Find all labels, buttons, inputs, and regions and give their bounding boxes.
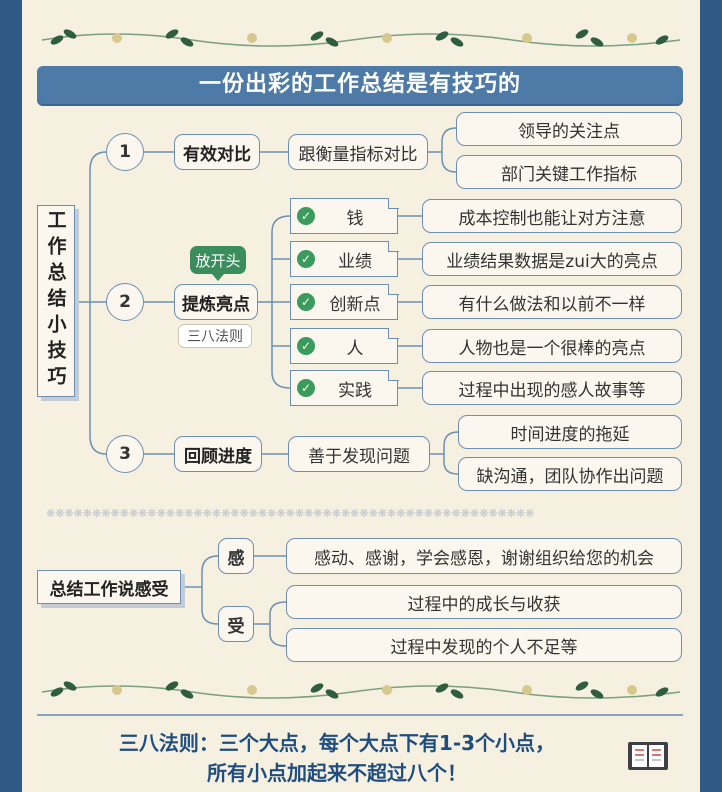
rule-line-1: 三八法则：三个大点，每个大点下有1-3个小点， bbox=[118, 731, 556, 755]
branch-sub-1: 跟衡量指标对比 bbox=[288, 134, 428, 170]
highlight-name: 人 bbox=[346, 338, 364, 359]
highlight-desc: 有什么做法和以前不一样 bbox=[422, 285, 682, 319]
highlight-item: ✓ 业绩 bbox=[290, 240, 399, 277]
leaf-1-1: 领导的关注点 bbox=[456, 112, 682, 146]
branch-number-1: 1 bbox=[106, 133, 144, 171]
gan-node: 感 bbox=[218, 538, 254, 574]
highlight-item: ✓ 实践 bbox=[290, 369, 399, 406]
leaf-3-1: 时间进度的拖延 bbox=[458, 415, 682, 449]
shou-item: 过程中的成长与收获 bbox=[286, 585, 682, 619]
rule-badge: 三八法则 bbox=[178, 324, 252, 348]
gan-text: 感动、感谢，学会感恩，谢谢组织给您的机会 bbox=[286, 538, 682, 574]
page-title: 一份出彩的工作总结是有技巧的 bbox=[37, 66, 683, 104]
highlight-desc: 成本控制也能让对方注意 bbox=[422, 199, 682, 233]
branch-label-2: 提炼亮点 bbox=[174, 284, 258, 320]
highlight-desc: 业绩结果数据是zui大的亮点 bbox=[422, 242, 682, 276]
check-circle-icon: ✓ bbox=[297, 250, 315, 268]
check-circle-icon: ✓ bbox=[297, 207, 315, 225]
highlight-desc: 过程中出现的感人故事等 bbox=[422, 371, 682, 405]
rule-line-2: 所有小点加起来不超过八个！ bbox=[207, 761, 467, 785]
shou-node: 受 bbox=[218, 606, 254, 642]
summary-root: 总结工作说感受 bbox=[37, 570, 181, 604]
branch-label-1: 有效对比 bbox=[174, 134, 260, 170]
branch-label-3: 回顾进度 bbox=[174, 436, 262, 472]
leaf-vine-icon bbox=[41, 681, 681, 699]
highlight-name: 创新点 bbox=[329, 294, 381, 315]
check-circle-icon: ✓ bbox=[297, 337, 315, 355]
branch-number-3: 3 bbox=[106, 435, 144, 473]
check-circle-icon: ✓ bbox=[297, 293, 315, 311]
highlight-name: 钱 bbox=[346, 208, 364, 229]
leaf-1-2: 部门关键工作指标 bbox=[456, 155, 682, 189]
highlight-desc: 人物也是一个很棒的亮点 bbox=[422, 329, 682, 363]
dotted-divider: ❋❋❋❋❋❋❋❋❋❋❋❋❋❋❋❋❋❋❋❋❋❋❋❋❋❋❋❋❋❋❋❋❋❋❋❋❋❋❋❋… bbox=[46, 507, 535, 520]
branch-number-2: 2 bbox=[106, 283, 144, 321]
open-book-icon bbox=[628, 742, 668, 770]
shou-item: 过程中发现的个人不足等 bbox=[286, 628, 682, 662]
highlight-item: ✓ 钱 bbox=[290, 197, 399, 234]
leaf-3-2: 缺沟通，团队协作出问题 bbox=[458, 457, 682, 491]
root-node: 工作总结小技巧 bbox=[37, 205, 75, 397]
highlight-item: ✓ 人 bbox=[290, 327, 399, 364]
check-circle-icon: ✓ bbox=[297, 379, 315, 397]
tag-lead: 放开头 bbox=[190, 246, 246, 281]
rule-statement: 三八法则：三个大点，每个大点下有1-3个小点， 所有小点加起来不超过八个！ bbox=[37, 728, 637, 788]
highlight-name: 实践 bbox=[338, 380, 372, 401]
leaf-vine-icon bbox=[41, 29, 681, 47]
branch-sub-3: 善于发现问题 bbox=[288, 436, 430, 472]
highlight-item: ✓ 创新点 bbox=[290, 283, 399, 320]
divider bbox=[37, 714, 683, 716]
highlight-name: 业绩 bbox=[338, 251, 372, 272]
